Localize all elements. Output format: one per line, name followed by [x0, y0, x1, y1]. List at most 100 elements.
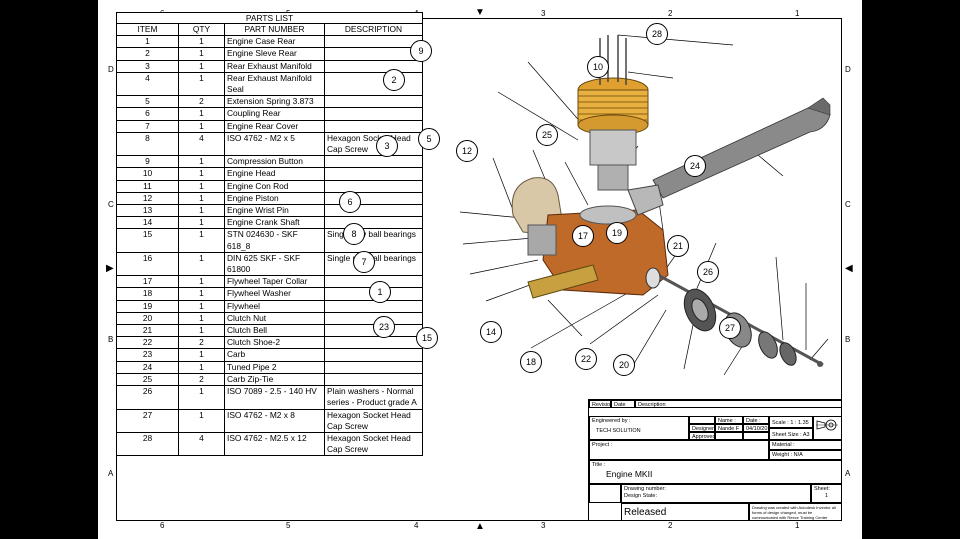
cell-part-number: Compression Button [224, 155, 325, 169]
cell-qty: 1 [178, 155, 225, 169]
item-balloon: 14 [480, 321, 502, 343]
center-mark-bottom: ▲ [475, 521, 485, 532]
zone-label-top: 2 [668, 9, 673, 18]
revision-header: Revision [589, 400, 611, 408]
cell-part-number: DIN 625 SKF - SKF 61800 [224, 251, 325, 277]
center-mark-right: ◀ [845, 263, 853, 274]
cell-part-number: Flywheel Washer [224, 287, 325, 301]
cell-item: 14 [116, 216, 179, 230]
cell-qty: 1 [178, 204, 225, 218]
cell-description [324, 348, 423, 362]
company-name: TECH SOLUTION [596, 427, 641, 434]
cell-description: Hexagon Socket Head Cap Screw [324, 131, 423, 157]
cell-qty: 1 [178, 179, 225, 193]
item-balloon: 3 [376, 135, 398, 157]
cell-qty: 1 [178, 167, 225, 181]
cell-part-number: Engine Con Rod [224, 179, 325, 193]
date-col-header: Date : [743, 416, 769, 424]
cell-description [324, 71, 423, 97]
design-date: 04/10/2019 [743, 424, 769, 432]
cell-description [324, 35, 423, 49]
cell-qty: 1 [178, 385, 225, 410]
cell-part-number: Engine Head [224, 167, 325, 181]
cell-part-number: Rear Exhaust Manifold [224, 59, 325, 73]
zone-label-bottom: 2 [668, 521, 673, 530]
drawing-sheet: 665544332211DDCCBBAA ▼ ▲ ▶ ◀ PARTS LIST … [98, 0, 862, 539]
item-balloon: 26 [697, 261, 719, 283]
cell-part-number: Engine Crank Shaft [224, 216, 325, 230]
cell-item: 22 [116, 336, 179, 350]
header-part-number: PART NUMBER [224, 22, 325, 37]
cell-qty: 1 [178, 35, 225, 49]
zone-label-right: D [845, 65, 851, 74]
cell-qty: 1 [178, 71, 225, 97]
item-balloon: 2 [383, 69, 405, 91]
cell-description [324, 95, 423, 109]
cell-part-number: Engine Wrist Pin [224, 204, 325, 218]
item-balloon: 15 [416, 327, 438, 349]
drawing-title: Engine MKII [606, 468, 653, 479]
item-balloon: 19 [606, 222, 628, 244]
parts-list-header: ITEM QTY PART NUMBER DESCRIPTION [116, 22, 423, 37]
engineered-by-cell: Engineered by : TECH SOLUTION [589, 416, 689, 440]
cell-part-number: Engine Piston [224, 191, 325, 206]
cell-item: 15 [116, 228, 179, 253]
cell-item: 6 [116, 107, 179, 121]
name-header: Name : [715, 416, 743, 424]
item-balloon: 8 [343, 223, 365, 245]
engineered-by-label: Engineered by : [592, 418, 631, 424]
header-item: ITEM [116, 22, 179, 37]
cell-qty: 1 [178, 324, 225, 338]
cell-qty: 1 [178, 348, 225, 362]
cell-part-number: Engine Sleve Rear [224, 47, 325, 61]
item-balloon: 18 [520, 351, 542, 373]
sheet-size: Sheet Size : A3 [769, 428, 813, 440]
cell-part-number: ISO 7089 - 2.5 - 140 HV [224, 385, 325, 410]
zone-label-bottom: 1 [795, 521, 800, 530]
cell-part-number: ISO 4762 - M2 x 8 [224, 408, 325, 433]
cell-part-number: Tuned Pipe 2 [224, 360, 325, 374]
design-state-label: Design State: [624, 492, 658, 499]
cell-description [324, 155, 423, 169]
item-balloon: 5 [418, 128, 440, 150]
project-label: Project : [589, 440, 769, 460]
item-balloon: 17 [572, 225, 594, 247]
item-balloon: 27 [719, 317, 741, 339]
cell-qty: 2 [178, 336, 225, 350]
cell-part-number: Extension Spring 3.873 [224, 95, 325, 109]
projection-symbol-icon [813, 416, 842, 440]
cell-item: 13 [116, 204, 179, 218]
cell-description [324, 47, 423, 61]
material: Material : [769, 440, 842, 450]
date-header: Date [611, 400, 635, 408]
cell-qty: 1 [178, 251, 225, 277]
zone-label-left: D [108, 65, 114, 74]
cell-part-number: ISO 4762 - M2 x 5 [224, 131, 325, 157]
header-description: DESCRIPTION [324, 22, 423, 37]
cell-qty: 1 [178, 107, 225, 121]
cell-item: 25 [116, 372, 179, 387]
approved-label: Approved [689, 432, 715, 440]
item-balloon: 1 [369, 281, 391, 303]
cell-item: 1 [116, 35, 179, 49]
zone-label-left: A [108, 469, 114, 478]
cell-part-number: Rear Exhaust Manifold Seal [224, 71, 325, 97]
sheet-number: 1 [824, 492, 829, 499]
cell-description [324, 119, 423, 133]
cell-qty: 1 [178, 228, 225, 253]
